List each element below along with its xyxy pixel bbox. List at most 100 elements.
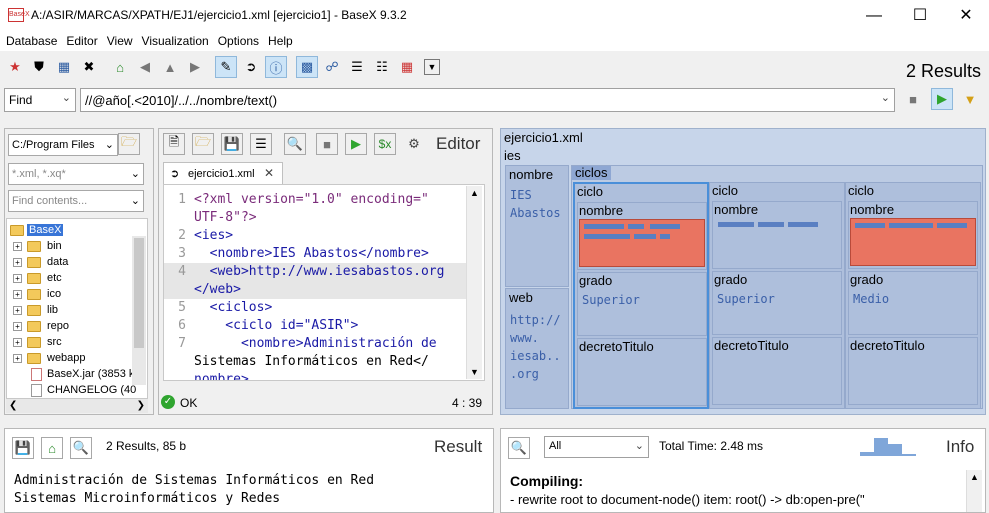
chevron-down-icon: ⌄ (130, 168, 140, 180)
info-filter-select[interactable]: All⌄ (544, 436, 649, 458)
results-count: 2 Results (905, 61, 981, 81)
map-view-icon[interactable]: ▩ (296, 56, 318, 78)
chevron-down-icon: ⌄ (880, 92, 890, 104)
search-icon[interactable]: 🔍 (508, 437, 530, 459)
project-path-input[interactable]: C:/Program Files⌄ (8, 134, 118, 156)
expand-icon[interactable]: + (13, 338, 22, 347)
editor-vertical-scrollbar[interactable]: ▲ ▼ (466, 186, 482, 379)
menu-database[interactable]: Database (6, 34, 58, 48)
plot-view-icon[interactable]: ☷ (376, 59, 388, 74)
find-icon[interactable]: 🔍 (284, 133, 306, 155)
editor-tab[interactable]: ➲ ejercicio1.xml ✕ (163, 162, 283, 184)
folder-icon (10, 225, 24, 236)
home-icon[interactable]: ⌂ (41, 437, 63, 459)
expand-icon[interactable]: + (13, 322, 22, 331)
variables-icon[interactable]: $x (374, 133, 396, 155)
scroll-down-icon[interactable]: ▼ (470, 367, 479, 377)
menu-options[interactable]: Options (217, 34, 260, 48)
map-node-ciclo[interactable]: ciclo nombre grado Superior decretoTitul… (709, 182, 845, 409)
folder-icon (27, 289, 41, 300)
menu-visualization[interactable]: Visualization (141, 34, 209, 48)
folder-icon (27, 273, 41, 284)
file-icon (31, 384, 42, 397)
maximize-button[interactable]: ☐ (912, 7, 928, 24)
info-icon[interactable]: ⓘ (265, 56, 287, 78)
folder-view-icon[interactable]: ☰ (351, 59, 363, 74)
run-icon[interactable]: ▶ (345, 133, 367, 155)
query-mode-select[interactable]: Find⌄ (4, 88, 76, 112)
menu-editor[interactable]: Editor (66, 34, 98, 48)
map-view[interactable]: ejercicio1.xml ies nombre IES Abastos we… (500, 128, 986, 415)
map-node-ciclo[interactable]: ciclo nombre grado Medio decretoTitulo (845, 182, 981, 409)
expand-icon[interactable]: + (13, 274, 22, 283)
history-icon[interactable]: ☰ (250, 133, 272, 155)
map-node-decretotitulo[interactable]: decretoTitulo (712, 337, 842, 405)
close-tab-icon[interactable]: ✕ (264, 166, 275, 180)
scroll-thumb[interactable] (134, 238, 144, 348)
minimize-button[interactable]: — (866, 7, 882, 24)
result-summary: 2 Results, 85 b (106, 439, 187, 453)
tree-horizontal-scrollbar[interactable]: ❮❯ (6, 399, 148, 413)
info-vertical-scrollbar[interactable]: ▲ (966, 470, 982, 512)
new-file-icon[interactable]: 🗎 (163, 133, 185, 155)
new-database-icon[interactable]: ★ (9, 59, 21, 74)
check-ok-icon: ✓ (161, 395, 175, 409)
menu-view[interactable]: View (106, 34, 133, 48)
map-node-decretotitulo[interactable]: decretoTitulo (848, 337, 978, 405)
back-icon[interactable]: ◀ (140, 59, 150, 74)
map-node-ciclo[interactable]: ciclo nombre grado Superior decretoTitul… (573, 182, 709, 409)
filter-icon[interactable]: ▼ (963, 91, 977, 107)
table-view-icon[interactable]: ▦ (400, 59, 414, 74)
map-node-nombre[interactable]: nombre (712, 201, 842, 269)
browse-folder-icon[interactable]: 🗁 (118, 133, 140, 155)
debug-icon[interactable]: ⚙ (408, 136, 420, 151)
menu-help[interactable]: Help (268, 34, 293, 48)
map-node-nombre[interactable]: nombre IES Abastos (505, 165, 569, 287)
save-result-icon[interactable]: 💾 (12, 437, 34, 459)
expand-icon[interactable]: + (13, 258, 22, 267)
query-input[interactable]: //@año[.<2010]/../../nombre/text()⌄ (80, 88, 895, 112)
stop-icon[interactable]: ■ (316, 133, 338, 155)
up-icon[interactable]: ▲ (163, 59, 177, 75)
menu-bar: Database Editor View Visualization Options He… (0, 31, 989, 51)
forward-icon[interactable]: ▶ (190, 59, 200, 74)
file-filter-input[interactable]: *.xml, *.xq*⌄ (8, 163, 144, 185)
stop-icon[interactable]: ■ (909, 91, 917, 107)
run-query-icon[interactable]: ▶ (931, 88, 953, 110)
expand-icon[interactable]: + (13, 290, 22, 299)
code-line: 5 <ciclos> (178, 300, 273, 315)
view-dropdown-icon[interactable]: ▼ (424, 59, 440, 75)
expand-icon[interactable]: + (13, 242, 22, 251)
code-line-current: 4 <web>http://www.iesabastos.org (164, 263, 466, 281)
open-database-icon[interactable]: ⛊ (34, 59, 44, 74)
folder-icon (27, 337, 41, 348)
map-node-nombre[interactable]: nombre (848, 201, 978, 269)
properties-icon[interactable]: ▦ (57, 59, 71, 74)
contents-search-input[interactable]: Find contents...⌄ (8, 190, 144, 212)
save-icon[interactable]: 💾 (221, 133, 243, 155)
editor-toggle-icon[interactable]: ✎ (215, 56, 237, 78)
code-editor[interactable]: 1<?xml version="1.0" encoding=" UTF-8"?>… (163, 184, 485, 381)
expand-icon[interactable]: + (13, 306, 22, 315)
search-icon[interactable]: 🔍 (70, 437, 92, 459)
result-line: Administración de Sistemas Informáticos … (14, 473, 375, 488)
map-node-grado[interactable]: grado Superior (712, 271, 842, 335)
code-line: 2<ies> (178, 228, 234, 243)
project-toggle-icon[interactable]: ➲ (245, 59, 257, 74)
map-node-nombre[interactable]: nombre (577, 202, 707, 270)
home-icon[interactable]: ⌂ (116, 59, 124, 75)
open-file-icon[interactable]: 🗁 (192, 133, 214, 155)
scroll-up-icon[interactable]: ▲ (470, 188, 479, 198)
close-button[interactable]: ✕ (959, 7, 973, 24)
close-database-icon[interactable]: ✖ (83, 59, 95, 74)
expand-icon[interactable]: + (13, 354, 22, 363)
map-node-decretotitulo[interactable]: decretoTitulo (577, 338, 707, 406)
tree-vertical-scrollbar[interactable] (132, 236, 146, 385)
info-title: Info (946, 437, 975, 456)
scroll-up-icon[interactable]: ▲ (970, 472, 979, 482)
map-node-grado[interactable]: grado Medio (848, 271, 978, 335)
map-node-grado[interactable]: grado Superior (577, 272, 707, 336)
tree-view-icon[interactable]: ☍ (325, 59, 339, 74)
timing-histogram (860, 438, 916, 456)
map-node-web[interactable]: web http:// www. iesab.. .org (505, 288, 569, 409)
